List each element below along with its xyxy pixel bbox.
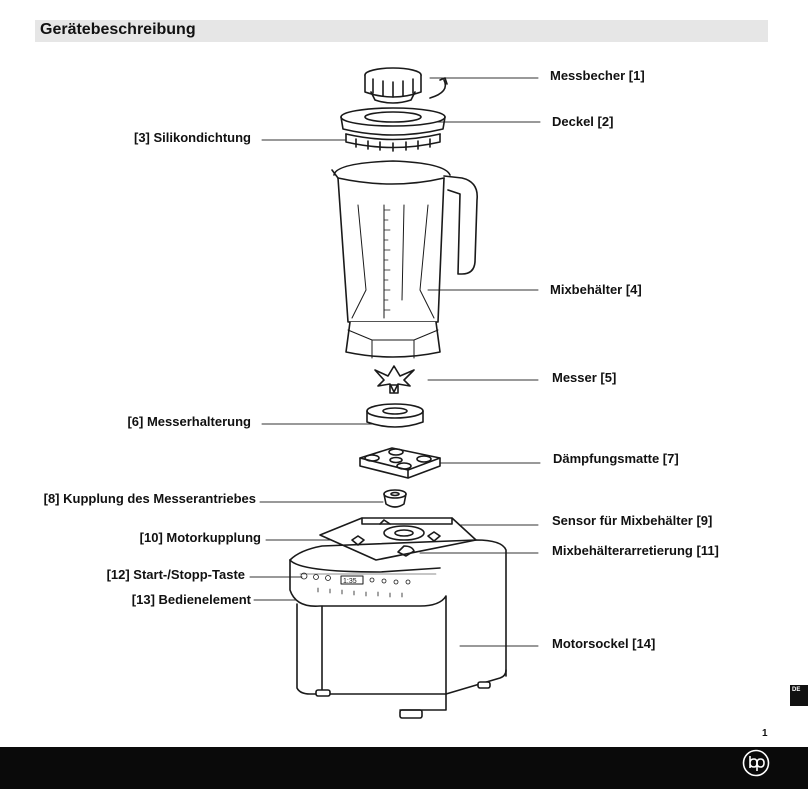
motor-base-shape: 1:35 bbox=[289, 517, 507, 719]
drive-coupling-shape bbox=[383, 489, 407, 508]
label-jar-sensor: Sensor für Mixbehälter [9] bbox=[552, 513, 713, 528]
label-start-stop-key: [12] Start-/Stopp-Taste bbox=[106, 567, 245, 582]
header-bar: Gerätebeschreibung bbox=[35, 20, 768, 42]
language-tab-label: DE bbox=[792, 687, 801, 693]
label-blade-holder: [6] Messerhalterung bbox=[127, 414, 251, 429]
page-number: 1 bbox=[762, 728, 768, 739]
label-jar: Mixbehälter [4] bbox=[550, 282, 642, 297]
jar-shape bbox=[331, 160, 479, 359]
measuring-cup-shape bbox=[364, 67, 448, 104]
label-control-panel: [13] Bedienelement bbox=[131, 592, 251, 607]
label-damping-mat: Dämpfungsmatte [7] bbox=[553, 451, 679, 466]
svg-text:1:35: 1:35 bbox=[343, 578, 357, 585]
label-blade: Messer [5] bbox=[552, 370, 617, 385]
label-motor-coupling: [10] Motorkupplung bbox=[139, 530, 261, 545]
footer-bar bbox=[0, 747, 808, 789]
label-motor-base: Motorsockel [14] bbox=[552, 636, 656, 651]
damping-mat-shape bbox=[359, 447, 441, 479]
label-lid: Deckel [2] bbox=[552, 114, 614, 129]
blade-shape bbox=[374, 365, 415, 394]
page-title: Gerätebeschreibung bbox=[40, 21, 196, 38]
label-measuring-cup: Messbecher [1] bbox=[550, 68, 645, 83]
leader-lines bbox=[249, 77, 541, 647]
silicone-seal-shape bbox=[345, 133, 441, 152]
lid-shape bbox=[340, 107, 446, 136]
label-drive-coupling: [8] Kupplung des Messerantriebes bbox=[43, 491, 256, 506]
language-tab: DE bbox=[790, 685, 808, 706]
blade-holder-shape bbox=[366, 403, 424, 428]
bp-logo-icon bbox=[742, 749, 770, 777]
label-jar-lock: Mixbehälterarretierung [11] bbox=[552, 543, 719, 558]
label-silicone-seal: [3] Silikondichtung bbox=[134, 130, 251, 145]
